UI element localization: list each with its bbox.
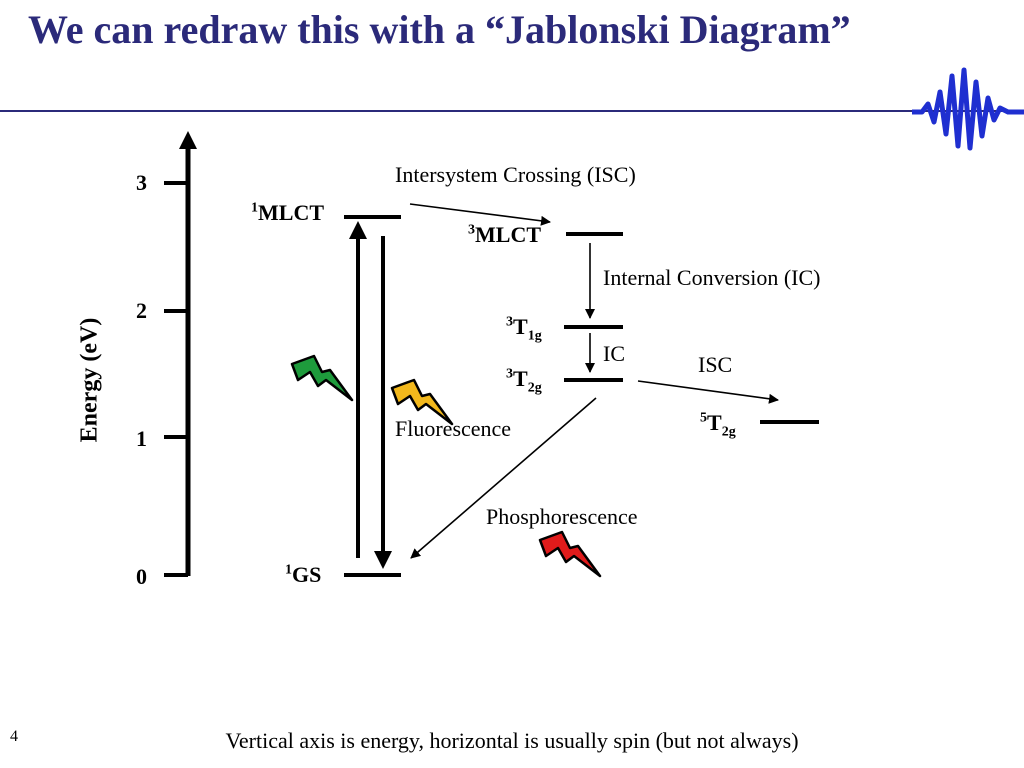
isc-arrow-right [637, 380, 779, 404]
red-bolt-icon [538, 530, 602, 578]
label-1gs: 1GS [285, 562, 322, 587]
label-isc: ISC [698, 352, 733, 377]
phosphorescence-arrow [410, 397, 597, 559]
isc-arrow-top [409, 203, 551, 226]
tick-label-3: 3 [136, 170, 147, 195]
yellow-bolt-icon [390, 378, 454, 426]
label-ic-long: Internal Conversion (IC) [603, 265, 821, 290]
label-isc-top: Intersystem Crossing (ISC) [395, 162, 636, 187]
y-axis-label: Energy (eV) [76, 317, 103, 443]
label-3t1g: 3T1g [506, 314, 542, 344]
label-phosphorescence: Phosphorescence [486, 504, 638, 529]
label-1mlct: 1MLCT [251, 200, 324, 225]
slide-title: We can redraw this with a “Jablonski Dia… [28, 7, 851, 52]
page-number: 4 [10, 728, 18, 745]
label-5t2g: 5T2g [700, 410, 736, 440]
tick-label-2: 2 [136, 298, 147, 323]
title-rule [0, 110, 1024, 112]
tick-label-1: 1 [136, 426, 147, 451]
footer-caption: Vertical axis is energy, horizontal is u… [225, 728, 799, 753]
label-3mlct: 3MLCT [468, 222, 541, 247]
label-3t2g: 3T2g [506, 366, 542, 396]
label-fluorescence: Fluorescence [395, 416, 512, 441]
label-ic-short: IC [603, 341, 625, 366]
tick-label-0: 0 [136, 564, 147, 589]
wave-logo-icon [912, 67, 1024, 151]
green-bolt-icon [290, 354, 354, 402]
